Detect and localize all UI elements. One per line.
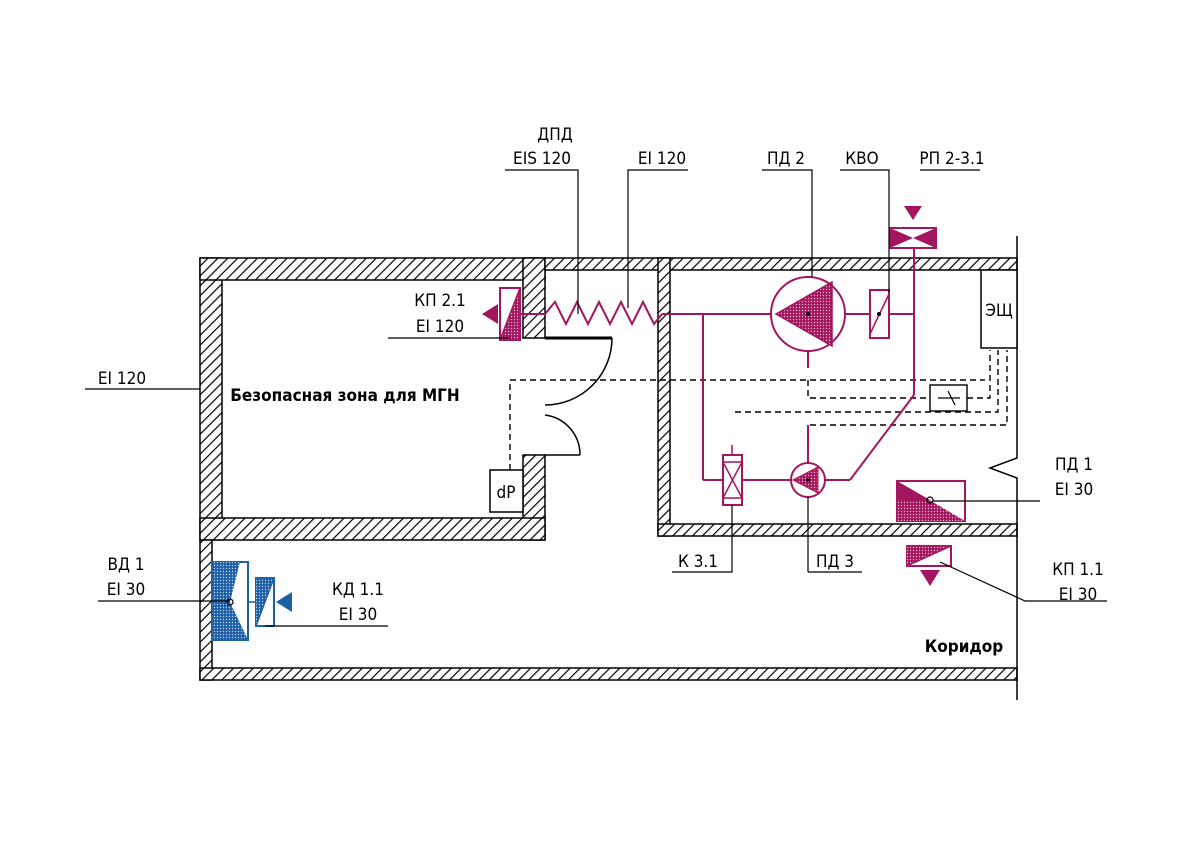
door-swing-upper bbox=[544, 337, 613, 406]
leader-lines bbox=[85, 169, 1107, 627]
label-pd1: ПД 1 bbox=[1055, 455, 1093, 475]
label-kp21-ei: EI 120 bbox=[416, 317, 464, 337]
label-pd3: ПД 3 bbox=[816, 552, 854, 572]
label-ei120-top: EI 120 bbox=[638, 149, 686, 169]
kd11-arrow-icon bbox=[276, 592, 292, 612]
pd2-fan bbox=[770, 276, 846, 352]
walls bbox=[199, 236, 1018, 700]
label-k31: К 3.1 bbox=[678, 552, 718, 572]
label-ei120-left: EI 120 bbox=[98, 369, 146, 389]
wall-safe-zone-top bbox=[199, 257, 546, 281]
label-kd11: КД 1.1 bbox=[332, 580, 384, 600]
label-kp11: КП 1.1 bbox=[1052, 560, 1104, 580]
wall-safe-zone-left bbox=[199, 257, 223, 541]
supply-ducts bbox=[520, 248, 915, 481]
label-pd1-ei: EI 30 bbox=[1055, 480, 1093, 500]
wall-safe-zone-right-upper bbox=[522, 257, 546, 339]
label-rp: РП 2-3.1 bbox=[919, 149, 984, 169]
rp-arrow-icon bbox=[904, 206, 922, 220]
label-eis120: EIS 120 bbox=[513, 149, 571, 169]
label-esch: ЭЩ bbox=[985, 301, 1013, 321]
label-kvo: КВО bbox=[845, 149, 878, 169]
door-swing-lower bbox=[544, 414, 581, 456]
wall-equipment-bottom bbox=[657, 523, 1018, 537]
label-kp21: КП 2.1 bbox=[414, 291, 466, 311]
label-zone: Безопасная зона для МГН bbox=[230, 386, 459, 406]
label-dpd: ДПД bbox=[537, 125, 572, 145]
wall-equipment-left bbox=[657, 257, 671, 537]
kp11-damper bbox=[906, 545, 952, 586]
pd3-fan bbox=[790, 462, 826, 498]
break-line bbox=[987, 236, 1018, 700]
wall-safe-zone-bottom bbox=[199, 517, 546, 541]
label-dp: dP bbox=[497, 483, 516, 503]
labels: ДПД EIS 120 EI 120 ПД 2 КВО РП 2-3.1 КП … bbox=[98, 125, 1104, 657]
kvo-valve bbox=[869, 289, 890, 339]
label-kp11-ei: EI 30 bbox=[1059, 585, 1097, 605]
wall-corridor-left bbox=[199, 539, 213, 681]
label-vd1-ei: EI 30 bbox=[107, 580, 145, 600]
label-vd1: ВД 1 bbox=[107, 555, 144, 575]
esch-panel bbox=[980, 269, 1018, 349]
label-corridor: Коридор bbox=[925, 637, 1004, 657]
dp-sensor bbox=[489, 469, 524, 513]
wall-top-right bbox=[544, 257, 1018, 271]
kp21-damper bbox=[482, 287, 521, 341]
label-kd11-ei: EI 30 bbox=[339, 605, 377, 625]
label-pd2: ПД 2 bbox=[767, 149, 805, 169]
wall-corridor-bottom bbox=[199, 667, 1018, 681]
kp21-arrow-icon bbox=[482, 304, 498, 324]
k31-heater bbox=[722, 445, 743, 506]
control-lines bbox=[509, 350, 1008, 470]
relay-box bbox=[929, 384, 968, 412]
rp-damper bbox=[889, 206, 937, 249]
kp11-arrow-icon bbox=[920, 570, 940, 586]
kd11-valve bbox=[248, 577, 292, 627]
